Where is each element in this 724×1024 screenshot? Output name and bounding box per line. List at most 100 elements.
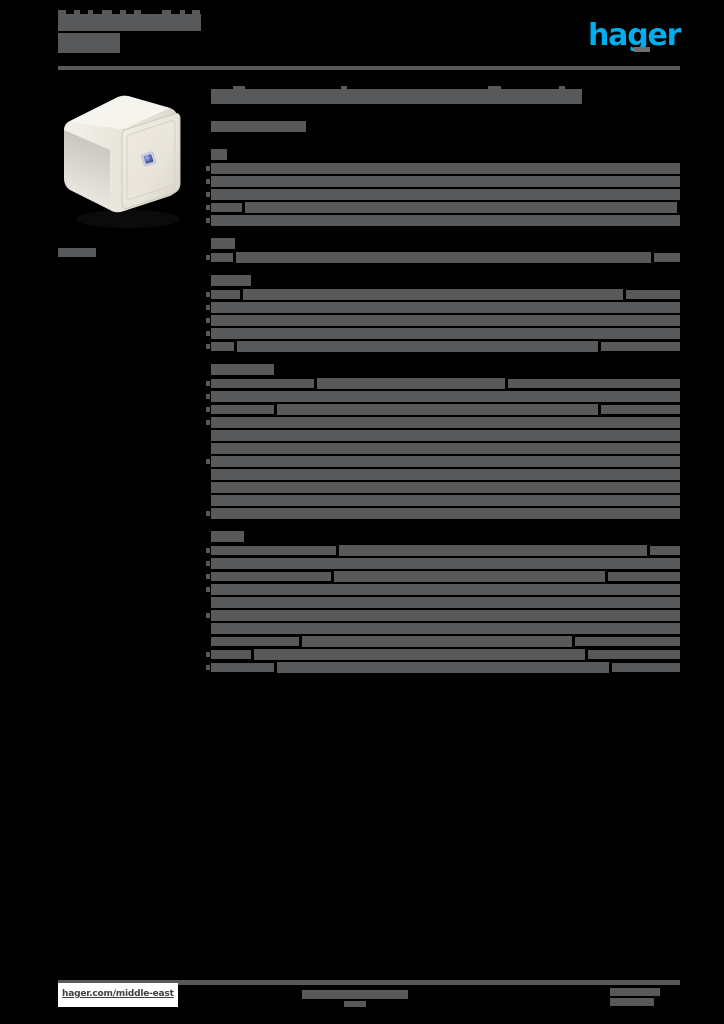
left-column	[58, 86, 193, 257]
table-row	[211, 468, 680, 481]
dot-leader	[317, 378, 505, 389]
document-title-line-2	[58, 33, 120, 53]
dot-leader	[277, 662, 609, 673]
table-row	[206, 583, 680, 596]
row-bullet-icon	[206, 548, 210, 553]
row-bullet-icon	[206, 665, 210, 670]
spec-section	[206, 275, 680, 353]
product-left-shade	[64, 130, 110, 210]
dot-leader	[254, 649, 585, 660]
table-row	[206, 544, 680, 557]
footer-page-number	[610, 988, 660, 1006]
table-row	[206, 390, 680, 403]
table-row	[211, 596, 680, 609]
table-row	[206, 416, 680, 429]
row-bullet-icon	[206, 344, 210, 349]
page-footer: hager.com/middle-east	[58, 983, 680, 1010]
hager-logo-shadow	[634, 47, 650, 52]
page-title	[211, 86, 680, 104]
hager-logo[interactable]: hager	[588, 18, 681, 53]
product-photo	[58, 86, 193, 236]
table-row	[211, 481, 680, 494]
led-indicator-icon	[143, 154, 154, 164]
spec-section	[206, 364, 680, 520]
table-row	[206, 314, 680, 327]
table-row	[211, 622, 680, 635]
row-bullet-icon	[206, 292, 210, 297]
dot-leader	[302, 636, 572, 647]
section-title	[211, 364, 680, 375]
table-row	[211, 442, 680, 455]
table-row	[206, 403, 680, 416]
table-row	[206, 288, 680, 301]
table-row	[206, 214, 680, 227]
product-top-face	[68, 95, 170, 129]
row-bullet-icon	[206, 305, 210, 310]
dot-leader	[236, 252, 651, 263]
table-row	[206, 251, 680, 264]
product-reference	[211, 121, 680, 132]
table-row	[206, 327, 680, 340]
table-row	[206, 201, 680, 214]
section-title	[211, 149, 680, 160]
table-row	[206, 340, 680, 353]
row-bullet-icon	[206, 407, 210, 412]
table-row	[206, 175, 680, 188]
table-row	[211, 494, 680, 507]
specification-panel	[206, 86, 680, 674]
row-bullet-icon	[206, 420, 210, 425]
row-bullet-icon	[206, 511, 210, 516]
table-row	[206, 570, 680, 583]
section-title	[211, 238, 680, 249]
row-bullet-icon	[206, 652, 210, 657]
row-bullet-icon	[206, 255, 210, 260]
header-divider	[58, 66, 680, 70]
dot-leader	[243, 289, 623, 300]
table-row	[206, 188, 680, 201]
row-bullet-icon	[206, 331, 210, 336]
table-row	[206, 557, 680, 570]
page-header: hager	[58, 10, 681, 72]
product-photo-svg	[64, 95, 181, 228]
row-bullet-icon	[206, 587, 210, 592]
hager-logo-text: hager	[588, 18, 681, 53]
document-title	[58, 10, 228, 53]
footer-center-text	[302, 990, 422, 1007]
row-bullet-icon	[206, 166, 210, 171]
dot-leader	[334, 571, 605, 582]
row-bullet-icon	[206, 192, 210, 197]
table-row	[206, 301, 680, 314]
table-row	[206, 455, 680, 468]
dot-leader	[277, 404, 598, 415]
table-row	[206, 661, 680, 674]
dot-leader	[245, 202, 677, 213]
row-bullet-icon	[206, 179, 210, 184]
row-bullet-icon	[206, 561, 210, 566]
product-photo-caption	[58, 248, 96, 257]
table-row	[206, 609, 680, 622]
title-ascenders	[58, 10, 210, 15]
table-row	[206, 648, 680, 661]
section-title	[211, 531, 680, 542]
dot-leader	[339, 545, 647, 556]
row-bullet-icon	[206, 318, 210, 323]
spec-section	[206, 531, 680, 674]
document-title-line-1	[58, 14, 201, 31]
table-row	[206, 377, 680, 390]
spec-section	[206, 238, 680, 264]
footer-divider	[58, 980, 680, 985]
product-rocker-bezel	[126, 120, 176, 200]
table-row	[206, 162, 680, 175]
table-row	[211, 635, 680, 648]
footer-website-link[interactable]: hager.com/middle-east	[58, 983, 178, 1007]
row-bullet-icon	[206, 205, 210, 210]
row-bullet-icon	[206, 381, 210, 386]
row-bullet-icon	[206, 394, 210, 399]
spec-section	[206, 149, 680, 227]
row-bullet-icon	[206, 613, 210, 618]
row-bullet-icon	[206, 218, 210, 223]
row-bullet-icon	[206, 574, 210, 579]
row-bullet-icon	[206, 459, 210, 464]
table-row	[211, 429, 680, 442]
